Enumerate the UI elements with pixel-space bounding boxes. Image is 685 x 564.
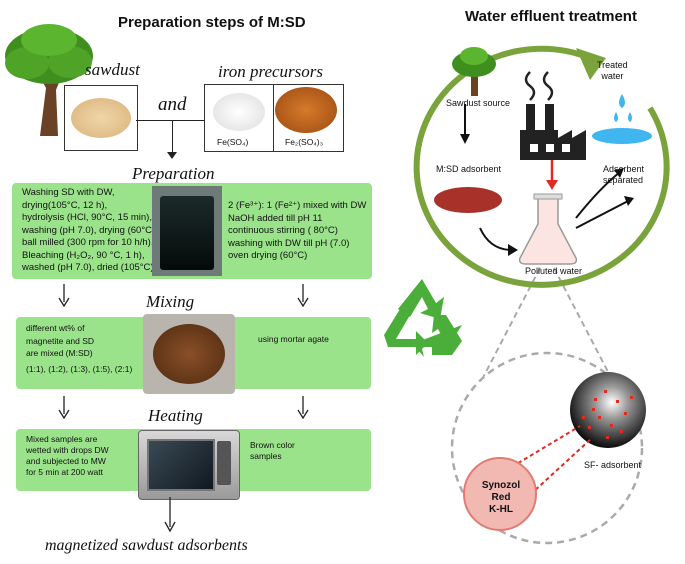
- mix-left-text: different wt% of magnetite and SD are mi…: [26, 322, 132, 375]
- final-label: magnetized sawdust adsorbents: [45, 537, 248, 554]
- prep-line: drying(105°C, 12 h),: [22, 199, 108, 211]
- arrow-down-icon: [167, 152, 177, 159]
- mixing-label: Mixing: [146, 292, 195, 311]
- fe2-so4-3-label: Fe₂(SO₄)₃: [285, 137, 324, 147]
- fe-so4-label: Fe(SO₄): [217, 137, 249, 147]
- beaker-photo: [152, 186, 222, 276]
- red-powder: [434, 187, 502, 213]
- mix-line: different wt% of: [26, 323, 85, 333]
- flask-icon: [518, 193, 578, 265]
- prep-line: washed (pH 7.0), dried (105°C): [22, 262, 154, 273]
- heat-line: and subjected to MW: [26, 456, 106, 466]
- heat-right-line: samples: [250, 451, 282, 461]
- prep-left-text: Washing SD with DW, drying(105°C, 12 h),…: [22, 187, 158, 275]
- heat-right-line: Brown color: [250, 440, 295, 450]
- sawdust-source-label: Sawdust source: [446, 98, 511, 108]
- treatment-cycle-diagram: [413, 45, 670, 545]
- iron-precursors-label: iron precursors: [218, 62, 323, 81]
- sf-adsorbent-label: SF- adsorbent: [584, 460, 642, 470]
- recycle-icon: [384, 279, 462, 357]
- prep-line: washing (pH 7.0), drying (60°C),: [22, 224, 158, 236]
- msd-adsorbent-label: M:SD adsorbent: [436, 164, 502, 174]
- small-tree-icon: [452, 47, 496, 96]
- prep-line: hydrolysis (HCl, 90°C, 15 min),: [22, 212, 152, 223]
- arrow-to-final: [164, 497, 176, 533]
- arrows-to-mixing: [58, 284, 309, 308]
- tree-icon: [5, 24, 93, 136]
- dye-label: Synozol Red K-HL: [474, 480, 528, 516]
- iron-precursors-box: Fe(SO₄) Fe₂(SO₄)₃: [204, 84, 344, 152]
- prep-line: Bleaching (H₂O₂, 90 °C, 1 h),: [22, 249, 145, 261]
- dye-circle: [463, 457, 537, 531]
- heat-right-text: Brown color samples: [250, 440, 295, 462]
- polluted-water-label: Polluted water: [525, 266, 583, 276]
- prep-right-line: 2 (Fe³⁺): 1 (Fe²⁺) mixed with DW: [228, 200, 367, 211]
- treated-water-label: Treated water: [597, 60, 628, 82]
- factory-icon: [520, 71, 586, 160]
- heat-line: for 5 min at 200 watt: [26, 467, 104, 477]
- mix-line: magnetite and SD: [26, 335, 95, 346]
- prep-right-line: continuous stirring ( 80°C): [228, 225, 338, 236]
- left-panel-title: Preparation steps of M:SD: [118, 14, 306, 31]
- right-panel-title: Water effluent treatment: [465, 8, 637, 25]
- heat-left-text: Mixed samples are wetted with drops DW a…: [26, 434, 109, 478]
- water-drop-icon: [592, 94, 652, 144]
- dye-line: K-HL: [489, 504, 513, 515]
- arrows-to-heating: [58, 396, 309, 420]
- connector-line-vertical: [172, 120, 173, 158]
- preparation-label: Preparation: [132, 164, 215, 183]
- prep-right-line: oven drying (60°C): [228, 250, 308, 261]
- connector-line: [136, 120, 206, 121]
- prep-line: ball milled (300 rpm for 10 h/h),: [22, 237, 154, 248]
- prep-line: Washing SD with DW,: [22, 187, 115, 198]
- prep-right-text: 2 (Fe³⁺): 1 (Fe²⁺) mixed with DW NaOH ad…: [228, 200, 366, 263]
- and-label: and: [158, 94, 187, 115]
- heat-line: wetted with drops DW: [26, 445, 109, 455]
- heat-line: Mixed samples are: [26, 434, 98, 444]
- microwave-icon: [138, 430, 240, 500]
- sawdust-image: [64, 85, 138, 151]
- separated-line: separated: [603, 175, 644, 185]
- separated-line: Adsorbent: [603, 164, 645, 174]
- treated-line: water: [601, 71, 624, 81]
- treated-line: Treated: [597, 60, 628, 70]
- mortar-photo: [143, 314, 235, 394]
- mix-right-text: using mortar agate: [258, 334, 329, 344]
- sawdust-label: sawdust: [85, 60, 140, 79]
- mix-line: (1:1), (1:2), (1:3), (1:5), (2:1): [26, 363, 133, 374]
- prep-right-line: washing with DW till pH (7.0): [228, 237, 350, 249]
- dye-line: Synozol Red: [481, 480, 521, 503]
- heating-label: Heating: [148, 406, 203, 425]
- mix-line: are mixed (M:SD): [26, 348, 93, 358]
- prep-right-line: NaOH added till pH 11: [228, 212, 323, 224]
- adsorbent-separated-label: Adsorbent separated: [603, 164, 644, 186]
